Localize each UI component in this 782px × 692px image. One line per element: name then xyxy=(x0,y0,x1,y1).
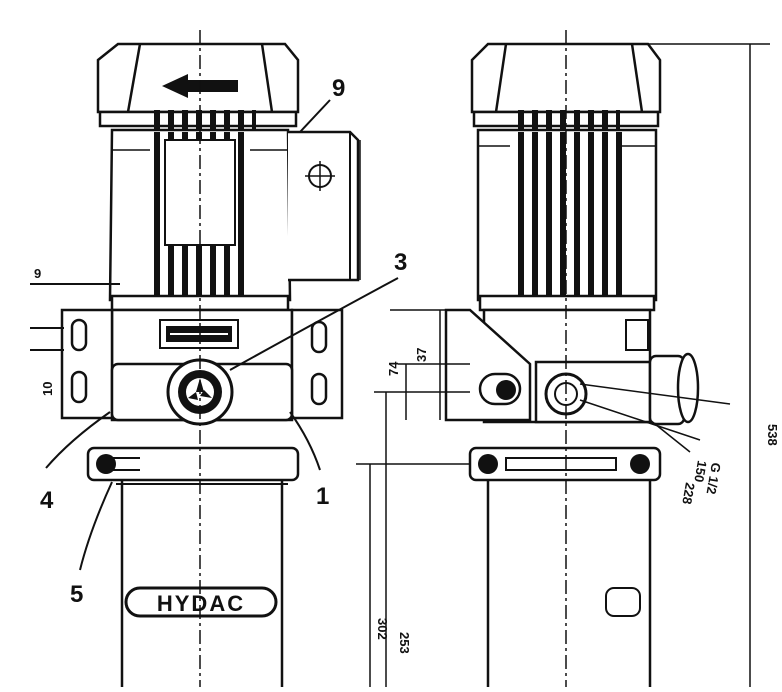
dim-thread: G 1/2 xyxy=(704,461,724,495)
motor-cap-front xyxy=(96,42,300,114)
dim-538: 538 xyxy=(765,424,780,446)
dim-9: 9 xyxy=(34,266,41,281)
dim-302: 302 xyxy=(375,618,390,640)
dim-253: 253 xyxy=(397,632,412,654)
brand-logo: HYDAC xyxy=(157,591,245,616)
dim-74: 74 xyxy=(386,361,401,376)
leaders-front xyxy=(30,99,399,571)
clamp-front xyxy=(86,446,300,482)
callout-5: 5 xyxy=(70,581,83,608)
dim-10: 10 xyxy=(40,382,55,396)
dimension-lines xyxy=(356,43,770,687)
dim-150: 150 xyxy=(691,459,710,483)
side-view xyxy=(444,42,700,687)
callout-1: 1 xyxy=(316,483,329,510)
terminal-box xyxy=(288,130,360,282)
dim-37: 37 xyxy=(414,348,429,362)
callout-3: 3 xyxy=(394,249,407,276)
dim-228: 228 xyxy=(679,481,698,505)
callout-4: 4 xyxy=(40,487,54,514)
callout-9: 9 xyxy=(332,75,345,102)
